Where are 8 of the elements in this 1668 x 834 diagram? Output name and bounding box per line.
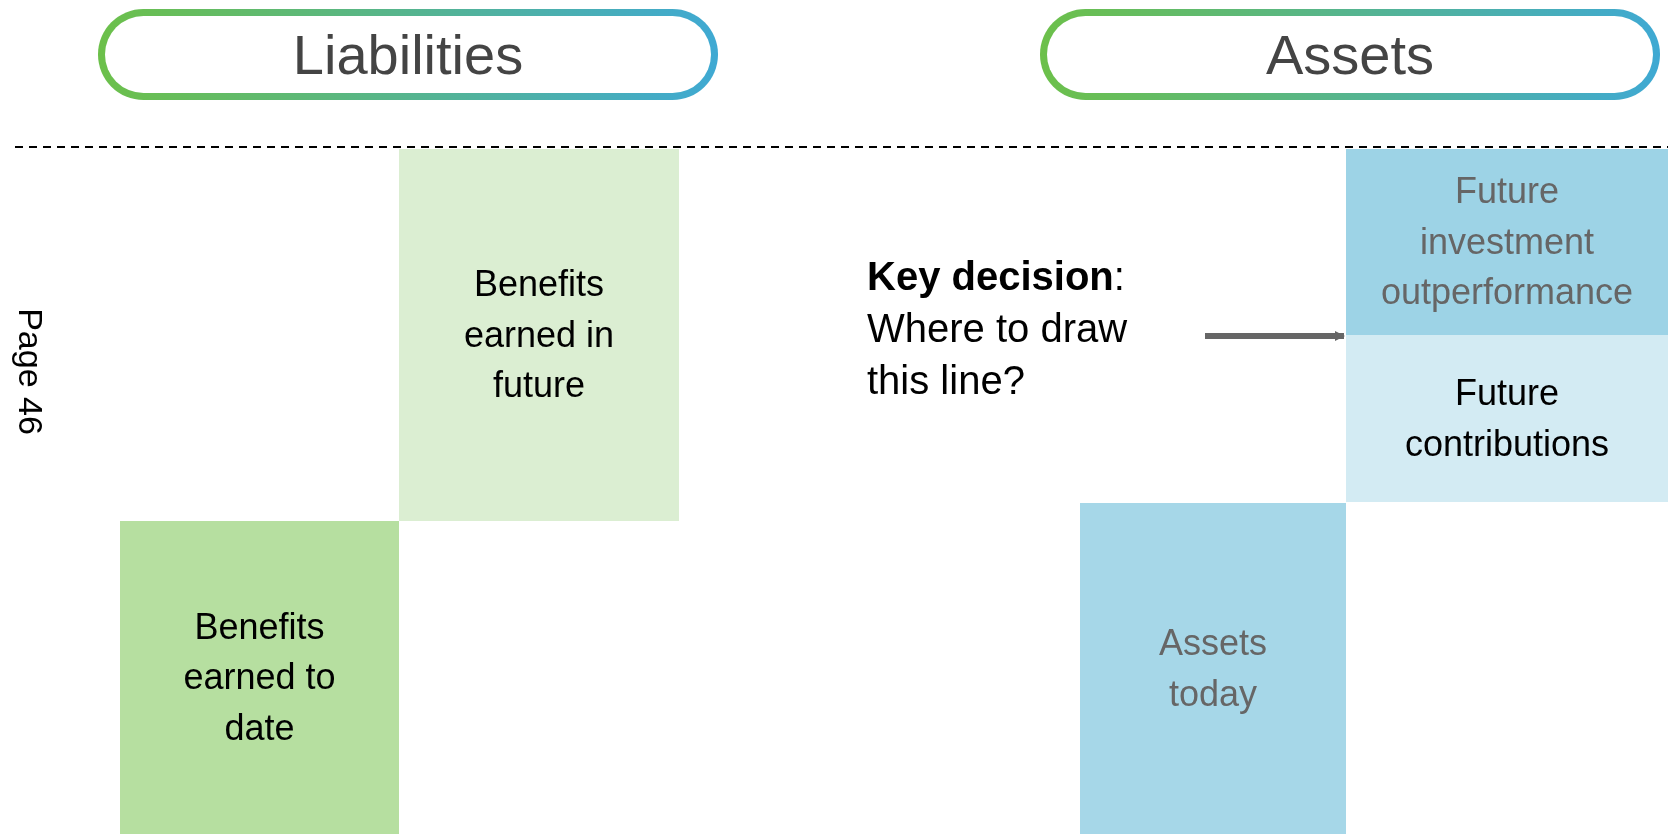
asset-block: Assets today — [1080, 503, 1346, 834]
liability-block: Benefits earned to date — [120, 521, 399, 834]
liability-block: Benefits earned in future — [399, 149, 679, 521]
asset-block: Future contributions — [1346, 335, 1668, 502]
callout-text: Key decision: Where to draw this line? — [867, 250, 1197, 430]
arrow — [1205, 331, 1345, 341]
asset-block: Future investment outperformance — [1346, 149, 1668, 335]
page-number: Page 46 — [10, 307, 50, 437]
